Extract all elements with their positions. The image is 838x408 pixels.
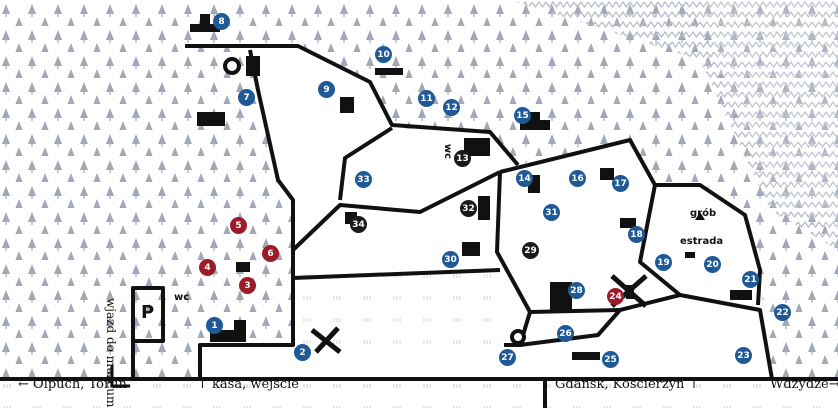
parking-sign: P <box>141 302 155 323</box>
parking-lot <box>131 286 165 379</box>
building-icon <box>550 282 572 312</box>
attraction-marker-13[interactable]: 13 <box>454 150 471 167</box>
attraction-marker-18[interactable]: 18 <box>628 226 645 243</box>
attraction-marker-19[interactable]: 19 <box>655 254 672 271</box>
attraction-marker-25[interactable]: 25 <box>602 351 619 368</box>
windmill-icon <box>310 326 342 354</box>
attraction-marker-6[interactable]: 6 <box>262 245 279 262</box>
attraction-marker-15[interactable]: 15 <box>514 107 531 124</box>
attraction-marker-1[interactable]: 1 <box>206 317 223 334</box>
attraction-marker-29[interactable]: 29 <box>522 242 539 259</box>
direction-wdzydze-label: Wdzydze <box>770 377 829 392</box>
roundabout <box>223 57 241 75</box>
attraction-marker-22[interactable]: 22 <box>774 304 791 321</box>
attraction-marker-7[interactable]: 7 <box>238 89 255 106</box>
grass-strip <box>0 379 838 408</box>
entrance-label-vertical: wjazd do muzeum <box>104 298 118 408</box>
direction-gdansk: Gdańsk, Kościerzyn ↑ <box>555 377 700 392</box>
attraction-marker-16[interactable]: 16 <box>569 170 586 187</box>
attraction-marker-4[interactable]: 4 <box>199 259 216 276</box>
attraction-marker-8[interactable]: 8 <box>213 13 230 30</box>
attraction-marker-34[interactable]: 34 <box>350 216 367 233</box>
building-icon <box>197 112 225 126</box>
attraction-marker-11[interactable]: 11 <box>418 90 435 107</box>
attraction-marker-2[interactable]: 2 <box>294 344 311 361</box>
attraction-marker-20[interactable]: 20 <box>704 256 721 273</box>
attraction-marker-31[interactable]: 31 <box>543 204 560 221</box>
attraction-marker-33[interactable]: 33 <box>355 171 372 188</box>
attraction-marker-23[interactable]: 23 <box>735 347 752 364</box>
building-icon <box>464 138 490 156</box>
building-icon <box>375 68 403 75</box>
entrance-label: kasa, wejście <box>212 377 300 392</box>
boat-icon <box>572 352 600 360</box>
wc-label: wc <box>174 292 190 303</box>
attraction-marker-32[interactable]: 32 <box>460 200 477 217</box>
grave-label: grób <box>690 208 717 219</box>
stage-label: estrada <box>680 236 724 247</box>
direction-olpuch-label: Olpuch, Toruń <box>33 377 127 392</box>
attraction-marker-21[interactable]: 21 <box>742 271 759 288</box>
direction-wdzydze: Wdzydze→ <box>770 377 838 392</box>
attraction-marker-9[interactable]: 9 <box>318 81 335 98</box>
paths <box>0 44 838 408</box>
direction-olpuch: ← Olpuch, Toruń <box>18 377 127 392</box>
attraction-marker-30[interactable]: 30 <box>442 251 459 268</box>
attraction-marker-3[interactable]: 3 <box>239 277 256 294</box>
attraction-marker-24[interactable]: 24 <box>607 288 624 305</box>
attraction-marker-26[interactable]: 26 <box>557 325 574 342</box>
attraction-marker-5[interactable]: 5 <box>230 217 247 234</box>
attraction-marker-28[interactable]: 28 <box>568 282 585 299</box>
attraction-marker-14[interactable]: 14 <box>516 170 533 187</box>
wc-label: wc <box>442 143 454 160</box>
attraction-marker-27[interactable]: 27 <box>499 349 516 366</box>
direction-gdansk-label: Gdańsk, Kościerzyn <box>555 377 685 392</box>
attraction-marker-12[interactable]: 12 <box>443 99 460 116</box>
grave-icon <box>695 212 705 220</box>
roundabout <box>510 329 526 345</box>
direction-entrance: ↑ kasa, wejście <box>197 377 300 392</box>
attraction-marker-17[interactable]: 17 <box>612 175 629 192</box>
attraction-marker-10[interactable]: 10 <box>375 46 392 63</box>
church-icon <box>200 14 210 32</box>
lake-area <box>510 0 838 250</box>
